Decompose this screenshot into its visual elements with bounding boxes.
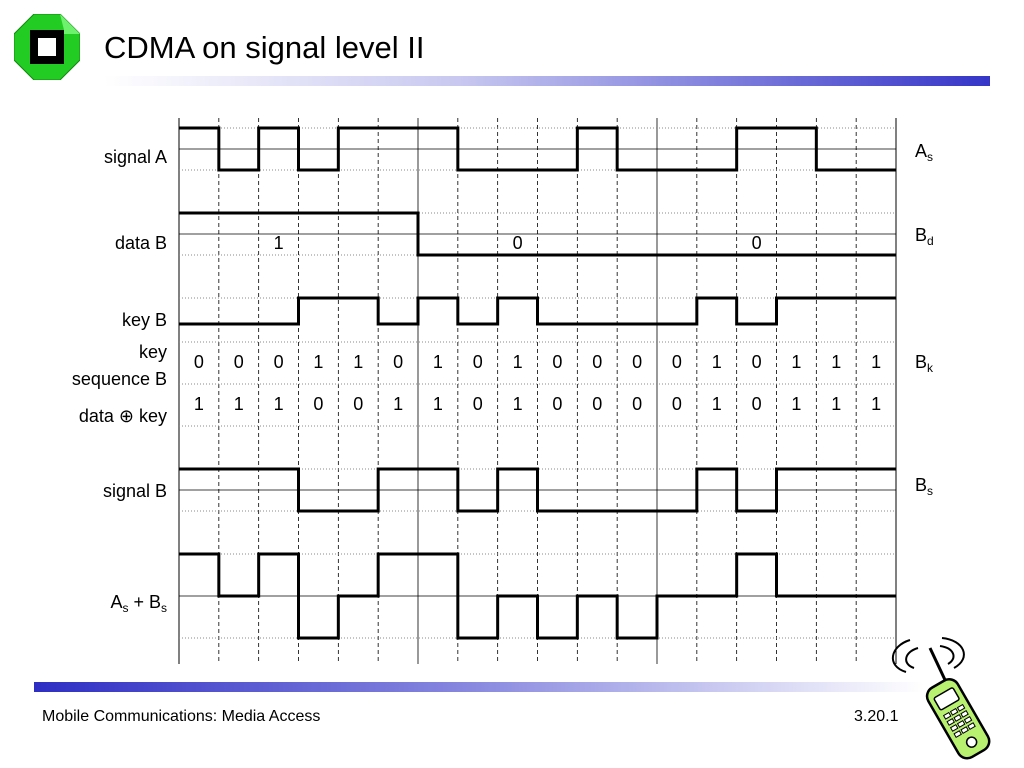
- row-label-As-plus-Bs: As + Bs: [110, 592, 167, 615]
- right-label-Bs: Bs: [915, 475, 933, 498]
- key-chip-value: 0: [274, 352, 284, 372]
- key-chip-value: 0: [393, 352, 403, 372]
- key-chip-value: 1: [712, 352, 722, 372]
- xor-chip-value: 1: [871, 394, 881, 414]
- key-chip-value: 1: [791, 352, 801, 372]
- row-label-signal-B: signal B: [103, 481, 167, 501]
- key-chip-value: 1: [433, 352, 443, 372]
- key-chip-value: 0: [592, 352, 602, 372]
- xor-chip-value: 0: [353, 394, 363, 414]
- right-label-Bd: Bd: [915, 225, 934, 248]
- key-chip-value: 0: [194, 352, 204, 372]
- page-title: CDMA on signal level II: [104, 30, 425, 65]
- key-chip-value: 0: [473, 352, 483, 372]
- data-bit-label: 0: [752, 233, 762, 253]
- page-number: 3.20.1: [854, 708, 899, 725]
- key-chip-value: 1: [353, 352, 363, 372]
- key-chip-value: 0: [552, 352, 562, 372]
- xor-chip-value: 0: [473, 394, 483, 414]
- xor-chip-value: 1: [393, 394, 403, 414]
- key-chip-value: 1: [871, 352, 881, 372]
- key-chip-value: 0: [752, 352, 762, 372]
- xor-chip-value: 1: [791, 394, 801, 414]
- row-label-key: key: [139, 342, 167, 362]
- waveform-key-B: [179, 296, 896, 326]
- xor-chip-value: 0: [313, 394, 323, 414]
- footer-bar: [34, 682, 924, 692]
- key-chip-value: 1: [313, 352, 323, 372]
- xor-chip-value: 1: [831, 394, 841, 414]
- xor-chip-value: 0: [552, 394, 562, 414]
- university-logo-icon: [14, 14, 80, 80]
- xor-chip-value: 1: [513, 394, 523, 414]
- row-label-signal-A: signal A: [104, 147, 167, 167]
- footer-text: Mobile Communications: Media Access: [42, 708, 321, 725]
- mobile-phone-icon: [892, 637, 991, 760]
- key-chip-value: 0: [234, 352, 244, 372]
- key-chip-value: 0: [672, 352, 682, 372]
- xor-chip-value: 1: [712, 394, 722, 414]
- xor-chip-value: 1: [194, 394, 204, 414]
- right-label-Bk: Bk: [915, 352, 934, 375]
- xor-chip-value: 0: [632, 394, 642, 414]
- waveform-data-B: [179, 211, 896, 257]
- waveform-As-plus-Bs: [179, 552, 896, 640]
- key-chip-value: 1: [513, 352, 523, 372]
- title-underline-bar: [104, 76, 990, 86]
- xor-chip-value: 1: [274, 394, 284, 414]
- row-label-sequence-B: sequence B: [72, 369, 167, 389]
- xor-chip-value: 0: [752, 394, 762, 414]
- right-label-As: As: [915, 141, 933, 164]
- xor-chip-value: 1: [234, 394, 244, 414]
- row-label-data-xor-key: data ⊕ key: [79, 406, 167, 426]
- key-chip-value: 1: [831, 352, 841, 372]
- xor-chip-value: 0: [592, 394, 602, 414]
- waveform-signal-A: [179, 126, 896, 172]
- waveform-signal-B: [179, 467, 896, 513]
- row-label-key-B: key B: [122, 310, 167, 330]
- xor-chip-value: 0: [672, 394, 682, 414]
- data-bit-label: 1: [274, 233, 284, 253]
- xor-chip-value: 1: [433, 394, 443, 414]
- data-bit-label: 0: [513, 233, 523, 253]
- row-label-data-B: data B: [115, 233, 167, 253]
- key-chip-value: 0: [632, 352, 642, 372]
